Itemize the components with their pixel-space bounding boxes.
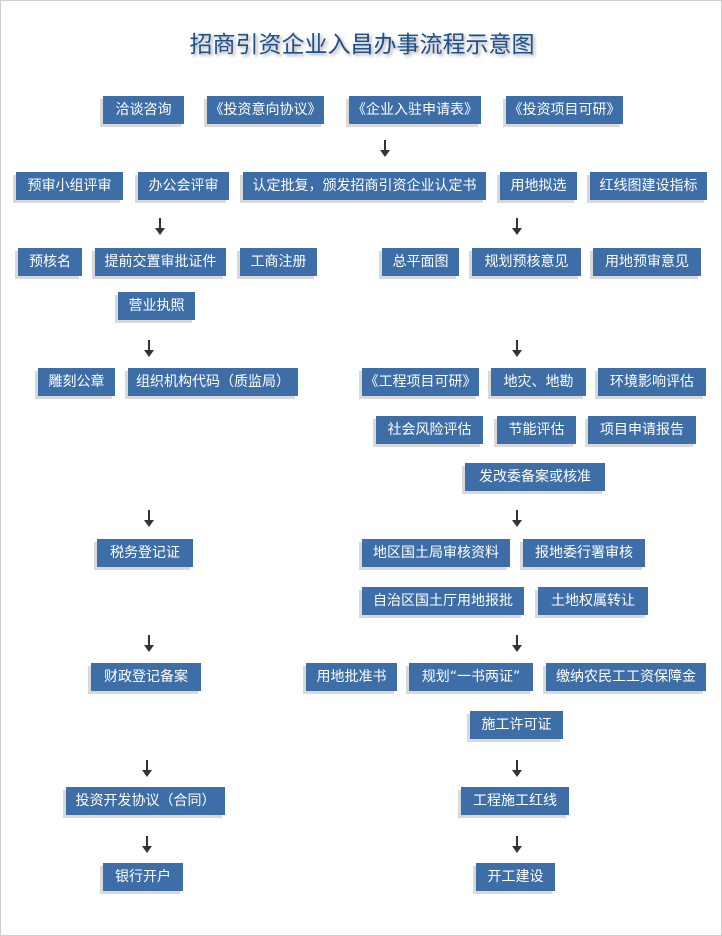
- arrow-down-icon: [143, 340, 155, 357]
- step-energy-assessment: 节能评估: [497, 416, 576, 444]
- step-project-application-report: 项目申请报告: [588, 416, 696, 444]
- arrow-down-icon: [511, 760, 523, 777]
- step-construction-red-line: 工程施工红线: [461, 787, 569, 815]
- step-business-registration: 工商注册: [240, 248, 317, 276]
- step-land-ownership-transfer: 土地权属转让: [538, 587, 648, 615]
- step-environmental-assessment: 环境影响评估: [598, 368, 706, 396]
- arrow-down-icon: [511, 836, 523, 853]
- arrow-down-icon: [379, 140, 391, 157]
- step-name-precheck: 预核名: [18, 248, 82, 276]
- step-prefecture-review: 报地委行署审核: [523, 539, 645, 567]
- step-pre-review-group: 预审小组评审: [16, 172, 123, 200]
- step-investment-intent-agreement: 《投资意向协议》: [207, 96, 324, 124]
- step-advance-permits: 提前交置审批证件: [95, 248, 226, 276]
- step-ndrc-filing: 发改委备案或核准: [465, 463, 605, 491]
- step-site-plan: 总平面图: [382, 248, 459, 276]
- step-social-risk-assessment: 社会风险评估: [376, 416, 483, 444]
- step-enterprise-application-form: 《企业入驻申请表》: [349, 96, 481, 124]
- step-planning-permits: 规划“一书两证”: [409, 663, 533, 691]
- arrow-down-icon: [511, 218, 523, 235]
- step-regional-land-review: 地区国土局审核资料: [362, 539, 510, 567]
- step-geo-survey: 地灾、地勘: [491, 368, 586, 396]
- step-business-license: 营业执照: [118, 292, 195, 320]
- step-investment-feasibility: 《投资项目可研》: [506, 96, 623, 124]
- step-engineering-feasibility: 《工程项目可研》: [362, 368, 479, 396]
- step-investment-agreement: 投资开发协议（合同）: [66, 787, 225, 815]
- step-land-prereview: 用地预审意见: [593, 248, 701, 276]
- arrow-down-icon: [141, 760, 153, 777]
- step-planning-precheck: 规划预核意见: [472, 248, 581, 276]
- arrow-down-icon: [143, 510, 155, 527]
- step-approval-certificate: 认定批复，颁发招商引资企业认定书: [243, 172, 486, 200]
- step-consult: 洽谈咨询: [103, 96, 184, 124]
- step-org-code: 组织机构代码（质监局）: [128, 368, 298, 396]
- step-bank-account: 银行开户: [103, 863, 183, 891]
- step-tax-registration: 税务登记证: [97, 539, 193, 567]
- step-land-approval: 用地批准书: [306, 663, 397, 691]
- step-red-line-indicators: 红线图建设指标: [590, 172, 707, 200]
- step-official-seal: 雕刻公章: [38, 368, 115, 396]
- arrow-down-icon: [511, 510, 523, 527]
- arrow-down-icon: [154, 218, 166, 235]
- step-construction-permit: 施工许可证: [470, 711, 563, 739]
- step-construction-start: 开工建设: [476, 863, 555, 891]
- step-wage-guarantee: 缴纳农民工工资保障金: [546, 663, 706, 691]
- arrow-down-icon: [511, 340, 523, 357]
- step-finance-registration: 财政登记备案: [91, 663, 201, 691]
- arrow-down-icon: [511, 635, 523, 652]
- step-office-meeting-review: 办公会评审: [138, 172, 229, 200]
- arrow-down-icon: [141, 836, 153, 853]
- arrow-down-icon: [143, 635, 155, 652]
- step-autonomous-region-land-approval: 自治区国土厅用地报批: [362, 587, 524, 615]
- page-title: 招商引资企业入昌办事流程示意图: [189, 32, 535, 58]
- step-land-preselection: 用地拟选: [500, 172, 577, 200]
